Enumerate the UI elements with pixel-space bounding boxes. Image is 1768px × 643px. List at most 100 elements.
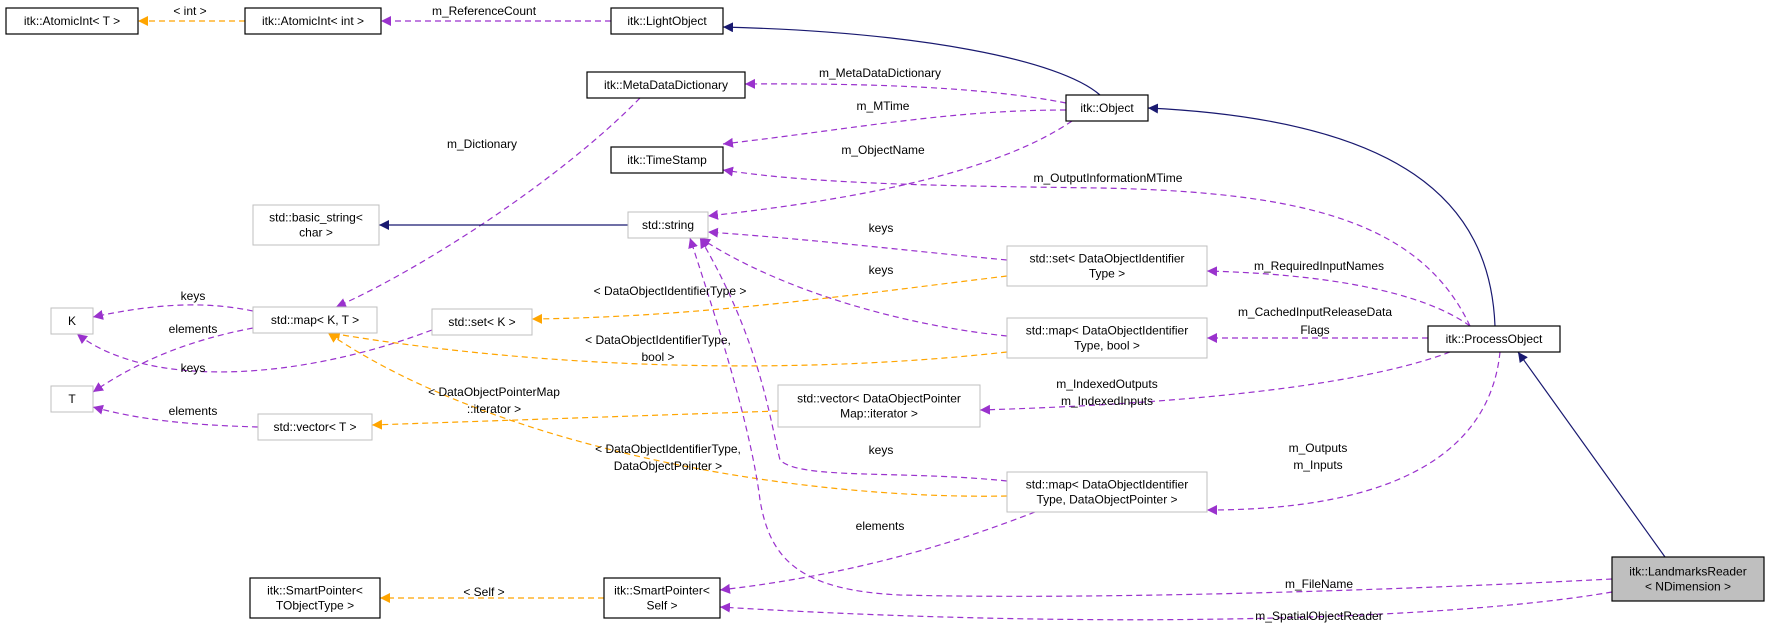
edge-label-cachedinput: m_CachedInputReleaseData [1238,305,1392,319]
class-node-label: std::set< DataObjectIdentifier [1029,252,1184,266]
class-node-label: std::vector< DataObjectPointer [797,392,961,406]
edge-label-mapdop-template: < DataObjectIdentifierType, [595,442,741,456]
class-node-lightobject[interactable]: itk::LightObject [610,7,724,35]
edge-processobject-object [1147,103,1496,327]
edge-requiredinputnames [1206,266,1471,327]
edge-metadatadictionary [744,78,1067,104]
class-node-set-k: std::set< K > [431,308,533,336]
edge-mapdop-elements [719,511,1036,594]
edge-label-vector-template: < DataObjectPointerMap [428,385,560,399]
class-node-landmarksreader[interactable]: itk::LandmarksReader< NDimension > [1611,556,1765,602]
class-node-k: K [50,307,94,335]
edge-label-mapbool-keys: keys [869,263,894,277]
edge-label-map-elements-t: elements [169,322,218,336]
class-node-label: itk::LandmarksReader [1629,565,1746,579]
edge-label-spatialobjectreader: m_SpatialObjectReader [1255,609,1382,623]
class-node-vector-dop: std::vector< DataObjectPointerMap::itera… [777,384,981,428]
class-node-atomicint-int[interactable]: itk::AtomicInt< int > [244,7,382,35]
edge-mapbool-keys [699,237,1008,337]
class-node-label: itk::AtomicInt< T > [24,14,120,28]
class-node-label: TObjectType > [276,599,354,613]
edge-label-mapbool-template: bool > [641,350,674,364]
edge-map-keys-k [92,304,254,320]
edge-outputinfomtime [722,166,1471,327]
edge-label-set-keys: keys [869,221,894,235]
class-node-box [244,7,382,35]
edge-dictionary [335,97,641,308]
class-node-metadatadictionary[interactable]: itk::MetaDataDictionary [586,71,746,99]
edge-label-smartpointer-template: < Self > [463,585,504,599]
class-node-map-doid-bool: std::map< DataObjectIdentifierType, bool… [1006,317,1208,359]
class-node-set-doid: std::set< DataObjectIdentifierType > [1006,245,1208,287]
class-node-label: T [68,392,76,406]
class-node-label: std::map< DataObjectIdentifier [1026,478,1188,492]
class-node-box [627,211,709,239]
edge-mapbool-template [329,329,1008,367]
class-node-label: itk::TimeStamp [627,153,707,167]
class-node-box [610,7,724,35]
edge-label-mapdop-elements: elements [856,519,905,533]
edge-label-outputinfomtime: m_OutputInformationMTime [1034,171,1183,185]
class-node-box [252,306,378,334]
edge-label-mapdop-template: DataObjectPointer > [614,459,722,473]
edge-map-elements-t [92,327,254,393]
class-node-box [431,308,533,336]
class-node-map-doid-dop: std::map< DataObjectIdentifierType, Data… [1006,471,1208,513]
edge-label-atomic-template: < int > [173,4,206,18]
class-node-label: itk::LightObject [627,14,707,28]
class-node-t: T [50,385,94,413]
edge-label-filename: m_FileName [1285,577,1353,591]
edge-vector-template [371,410,779,430]
edge-objectname [707,120,1073,220]
class-node-box [610,146,724,174]
class-node-box [252,204,380,246]
edge-label-requiredinputnames: m_RequiredInputNames [1254,259,1384,273]
class-node-label: < NDimension > [1645,580,1731,594]
class-node-object[interactable]: itk::Object [1065,94,1149,122]
class-node-label: std::vector< T > [274,420,357,434]
class-node-label: std::basic_string< [269,211,363,225]
class-node-processobject[interactable]: itk::ProcessObject [1427,325,1561,353]
class-node-box [1006,317,1208,359]
class-node-label: Type > [1089,267,1125,281]
edge-vector-elements-t [92,404,259,428]
edge-label-metadatadictionary: m_MetaDataDictionary [819,66,941,80]
edge-label-refcount: m_ReferenceCount [432,4,537,18]
class-node-label: itk::MetaDataDictionary [604,78,728,92]
class-node-smartpointer-t[interactable]: itk::SmartPointer<TObjectType > [249,577,381,619]
edge-spatialobjectreader [719,591,1613,621]
edge-label-mapbool-template: < DataObjectIdentifierType, [585,333,731,347]
class-node-label: std::string [642,218,694,232]
edge-label-vector-elements-t: elements [169,404,218,418]
class-node-box [50,307,94,335]
class-node-timestamp[interactable]: itk::TimeStamp [610,146,724,174]
class-node-label: std::map< K, T > [271,313,359,327]
edge-label-map-keys-k: keys [181,289,206,303]
edge-label-dictionary: m_Dictionary [447,137,517,151]
class-node-string: std::string [627,211,709,239]
edge-label-objectname: m_ObjectName [841,143,925,157]
class-node-label: Self > [646,599,677,613]
class-node-label: std::set< K > [448,315,515,329]
class-node-label: Type, DataObjectPointer > [1036,493,1177,507]
edge-set-keys [707,227,1008,261]
class-node-box [249,577,381,619]
edge-set-template [531,275,1008,324]
class-node-label: K [68,314,76,328]
class-node-label: itk::SmartPointer< [267,584,363,598]
class-node-vector-t: std::vector< T > [257,413,373,441]
edge-outputs-inputs [1206,351,1501,515]
edge-label-cachedinput: Flags [1300,323,1329,337]
edge-label-outputs-inputs: m_Outputs [1289,441,1348,455]
edge-mtime [722,109,1067,148]
class-node-box [586,71,746,99]
edge-label-vector-template: ::iterator > [467,402,521,416]
edge-label-setk-keys-k: keys [181,361,206,375]
class-node-smartpointer-self[interactable]: itk::SmartPointer<Self > [603,577,721,619]
class-node-box [1427,325,1561,353]
class-node-label: std::map< DataObjectIdentifier [1026,324,1188,338]
class-node-box [257,413,373,441]
class-node-basic-string: std::basic_string<char > [252,204,380,246]
class-node-atomicint-t[interactable]: itk::AtomicInt< T > [5,7,139,35]
